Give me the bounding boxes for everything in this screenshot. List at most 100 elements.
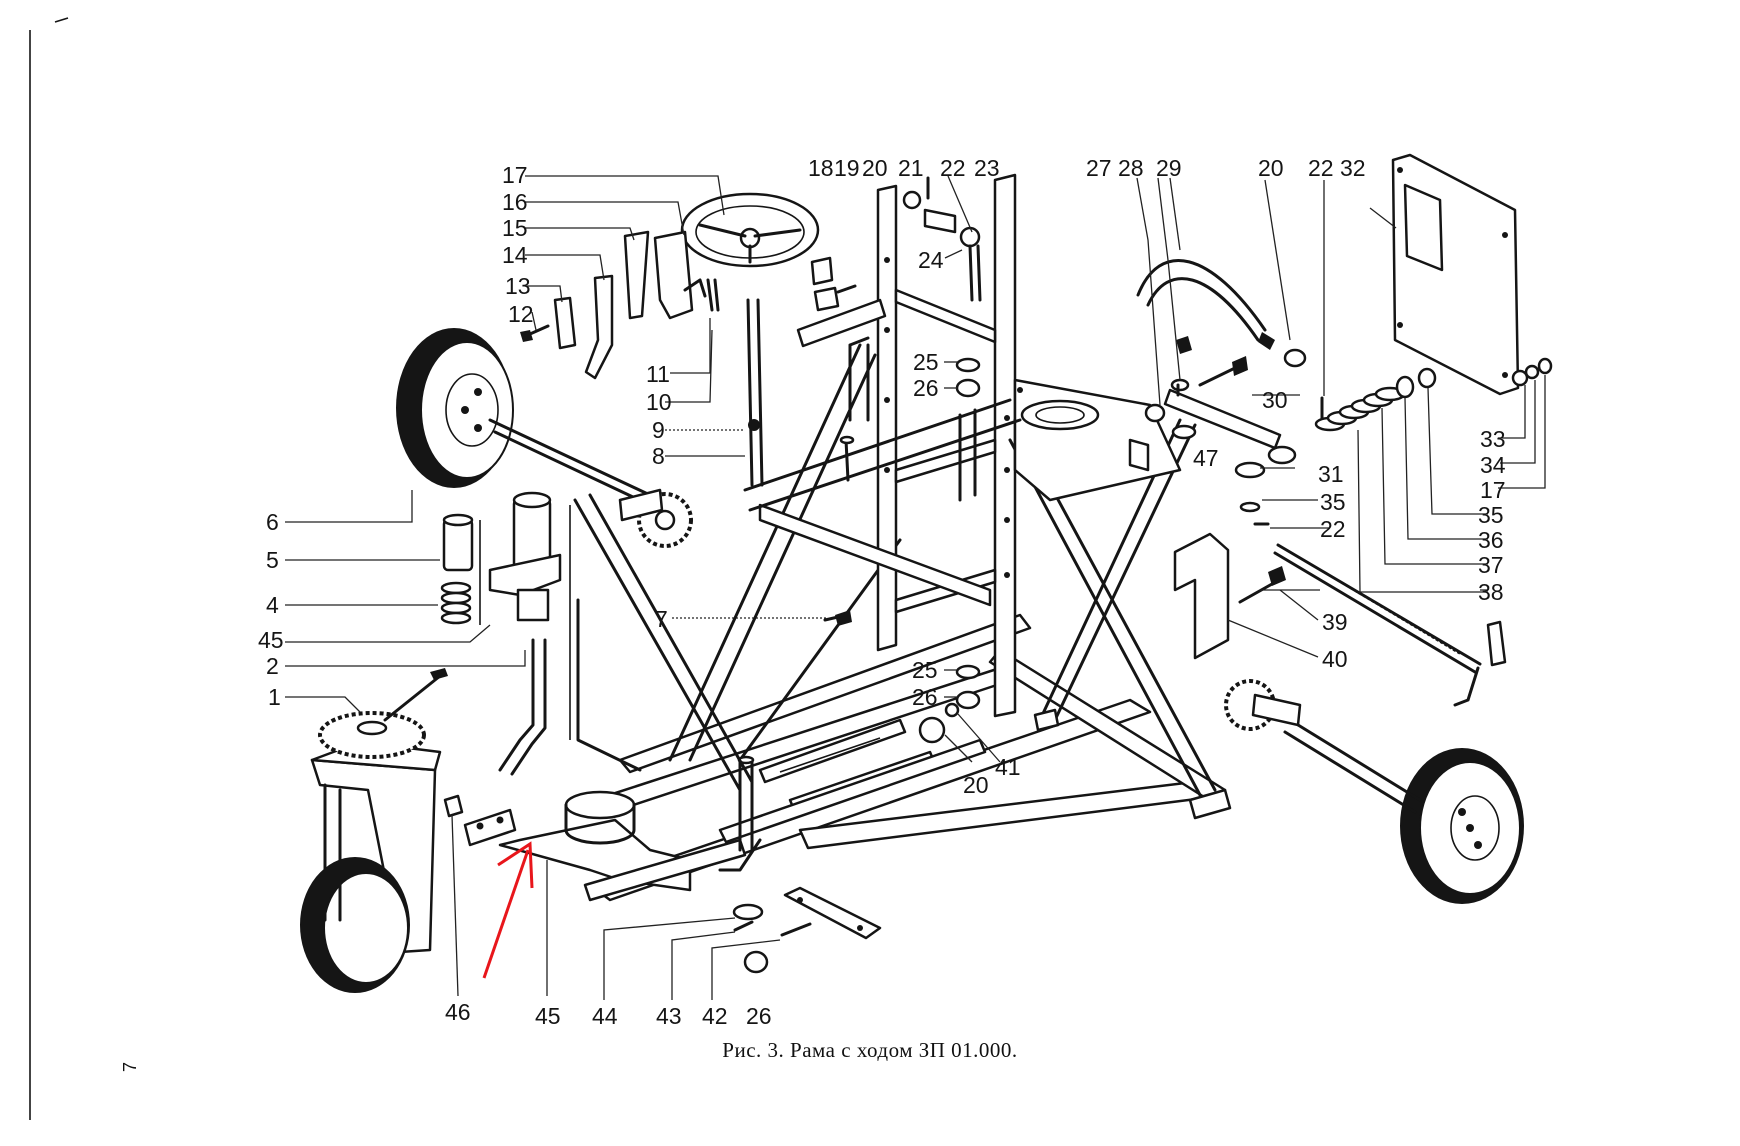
nut-20c bbox=[1283, 348, 1307, 368]
bracket-40 bbox=[1173, 532, 1230, 660]
label-26-bottom: 26 bbox=[746, 1003, 772, 1029]
strip-bar bbox=[783, 886, 882, 940]
label-12: 12 bbox=[508, 301, 534, 327]
label-22: 22 bbox=[940, 155, 966, 181]
leader-lines bbox=[285, 175, 1546, 1000]
label-2: 2 bbox=[266, 653, 279, 679]
caster-assembly bbox=[300, 668, 464, 993]
plate-ring bbox=[564, 790, 636, 820]
tower-top-parts bbox=[823, 176, 982, 744]
label-9: 9 bbox=[652, 417, 665, 443]
nut-20b bbox=[918, 716, 946, 744]
plate-13 bbox=[553, 296, 577, 350]
label-31: 31 bbox=[1318, 461, 1344, 487]
plate-bar bbox=[583, 838, 747, 902]
cover-window bbox=[1403, 183, 1444, 272]
front-plate-tab bbox=[463, 808, 517, 847]
nut-26 bbox=[955, 378, 981, 398]
bracket-15 bbox=[623, 230, 650, 320]
label-11: 11 bbox=[646, 361, 670, 387]
washer-25b bbox=[955, 664, 981, 680]
washer-25 bbox=[955, 357, 981, 373]
label-14: 14 bbox=[502, 242, 528, 268]
pin-46 bbox=[443, 794, 464, 818]
label-7: 7 bbox=[655, 606, 668, 632]
label-25: 25 bbox=[913, 349, 939, 375]
label-6: 6 bbox=[266, 509, 279, 535]
label-17: 17 bbox=[502, 162, 528, 188]
label-40: 40 bbox=[1322, 646, 1348, 672]
label-18: 18 bbox=[808, 155, 834, 181]
washer-44 bbox=[732, 903, 764, 921]
bushing-5 bbox=[442, 518, 474, 572]
right-bearing bbox=[1251, 693, 1302, 727]
label-20-center: 20 bbox=[963, 772, 989, 798]
column-bracket-45 bbox=[488, 553, 562, 597]
svg-text:7: 7 bbox=[120, 1062, 140, 1072]
tower-bar-mid bbox=[894, 438, 997, 484]
label-39: 39 bbox=[1322, 609, 1348, 635]
top-deck-ring bbox=[1020, 399, 1100, 431]
label-20-top: 20 bbox=[1258, 155, 1284, 181]
red-arrow-annotation bbox=[482, 841, 534, 979]
left-bearing bbox=[618, 488, 664, 522]
label-1: 1 bbox=[268, 684, 281, 710]
steering-parts bbox=[520, 192, 887, 487]
label-35-right: 35 bbox=[1478, 502, 1504, 528]
column-stub bbox=[516, 588, 550, 622]
pin-23 bbox=[923, 208, 957, 234]
label-24: 24 bbox=[918, 247, 944, 273]
label-36: 36 bbox=[1478, 527, 1504, 553]
label-34: 34 bbox=[1480, 452, 1506, 478]
label-45-left: 45 bbox=[258, 627, 284, 653]
label-26-center: 26 bbox=[912, 684, 938, 710]
frame-cross bbox=[718, 738, 987, 844]
label-22-right: 22 bbox=[1320, 516, 1346, 542]
label-5: 5 bbox=[266, 547, 279, 573]
label-29: 29 bbox=[1156, 155, 1182, 181]
label-27: 27 bbox=[1086, 155, 1112, 181]
right-side-parts bbox=[1136, 153, 1553, 707]
right-wheel-assembly bbox=[1224, 679, 1524, 904]
top-deck bbox=[1013, 378, 1182, 502]
label-32: 32 bbox=[1340, 155, 1366, 181]
front-plate-assembly bbox=[463, 493, 762, 902]
label-10: 10 bbox=[646, 389, 672, 415]
bottom-parts bbox=[732, 886, 882, 974]
tower-post-left bbox=[876, 184, 898, 652]
nut-26c bbox=[743, 950, 769, 974]
label-42: 42 bbox=[702, 1003, 728, 1029]
label-16: 16 bbox=[502, 189, 528, 215]
frame-diag-right bbox=[988, 648, 1227, 804]
label-37: 37 bbox=[1478, 552, 1504, 578]
deck-lug bbox=[1128, 438, 1150, 472]
label-15: 15 bbox=[502, 215, 528, 241]
plate-19 bbox=[813, 286, 840, 312]
label-33: 33 bbox=[1480, 426, 1506, 452]
plate-18 bbox=[810, 256, 834, 286]
label-4: 4 bbox=[266, 592, 279, 618]
label-23: 23 bbox=[974, 155, 1000, 181]
label-45-bottom: 45 bbox=[535, 1003, 561, 1029]
left-column-parts bbox=[440, 491, 571, 776]
tower-bar-top bbox=[894, 288, 997, 344]
label-43: 43 bbox=[656, 1003, 682, 1029]
label-17-right: 17 bbox=[1480, 477, 1506, 503]
page-marks: 7 bbox=[29, 17, 140, 1120]
label-20: 20 bbox=[862, 155, 888, 181]
eyebolt-24 bbox=[959, 226, 981, 248]
label-38: 38 bbox=[1478, 579, 1504, 605]
label-19: 19 bbox=[834, 155, 860, 181]
label-47: 47 bbox=[1193, 445, 1219, 471]
label-35: 35 bbox=[1320, 489, 1346, 515]
bar-14 bbox=[584, 274, 614, 380]
spring-37 bbox=[1314, 386, 1406, 432]
spring-4 bbox=[440, 581, 472, 625]
label-30: 30 bbox=[1262, 387, 1288, 413]
label-8: 8 bbox=[652, 443, 665, 469]
label-44: 44 bbox=[592, 1003, 618, 1029]
label-22-top: 22 bbox=[1308, 155, 1334, 181]
label-26: 26 bbox=[913, 375, 939, 401]
figure-caption: Рис. 3. Рама с ходом ЗП 01.000. bbox=[722, 1038, 1018, 1062]
